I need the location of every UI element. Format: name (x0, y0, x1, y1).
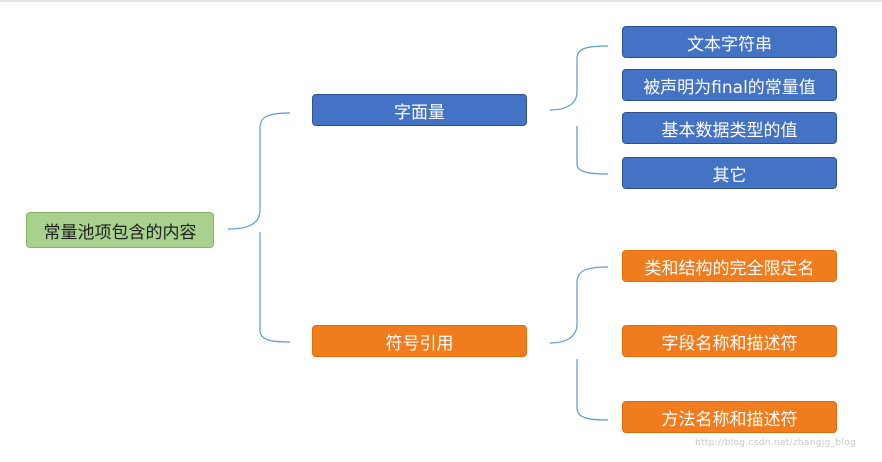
watermark-text: http://blog.csdn.net/zhangjg_blog (695, 438, 856, 448)
top-border (0, 0, 882, 2)
brace-blue (549, 45, 609, 175)
leaf-text-string-node: 文本字符串 (622, 26, 837, 58)
leaf-other-node: 其它 (622, 157, 837, 189)
branch-literal-node: 字面量 (312, 94, 527, 126)
brace-orange (549, 266, 609, 421)
leaf-field-descriptor-node: 字段名称和描述符 (622, 325, 837, 357)
leaf-final-constant-node: 被声明为final的常量值 (622, 69, 837, 101)
root-node: 常量池项包含的内容 (26, 212, 214, 248)
leaf-primitive-value-node: 基本数据类型的值 (622, 112, 837, 144)
leaf-method-descriptor-node: 方法名称和描述符 (622, 401, 837, 433)
leaf-qualified-name-node: 类和结构的完全限定名 (622, 250, 837, 282)
branch-symbolic-reference-node: 符号引用 (312, 325, 527, 357)
brace-root (227, 112, 291, 343)
